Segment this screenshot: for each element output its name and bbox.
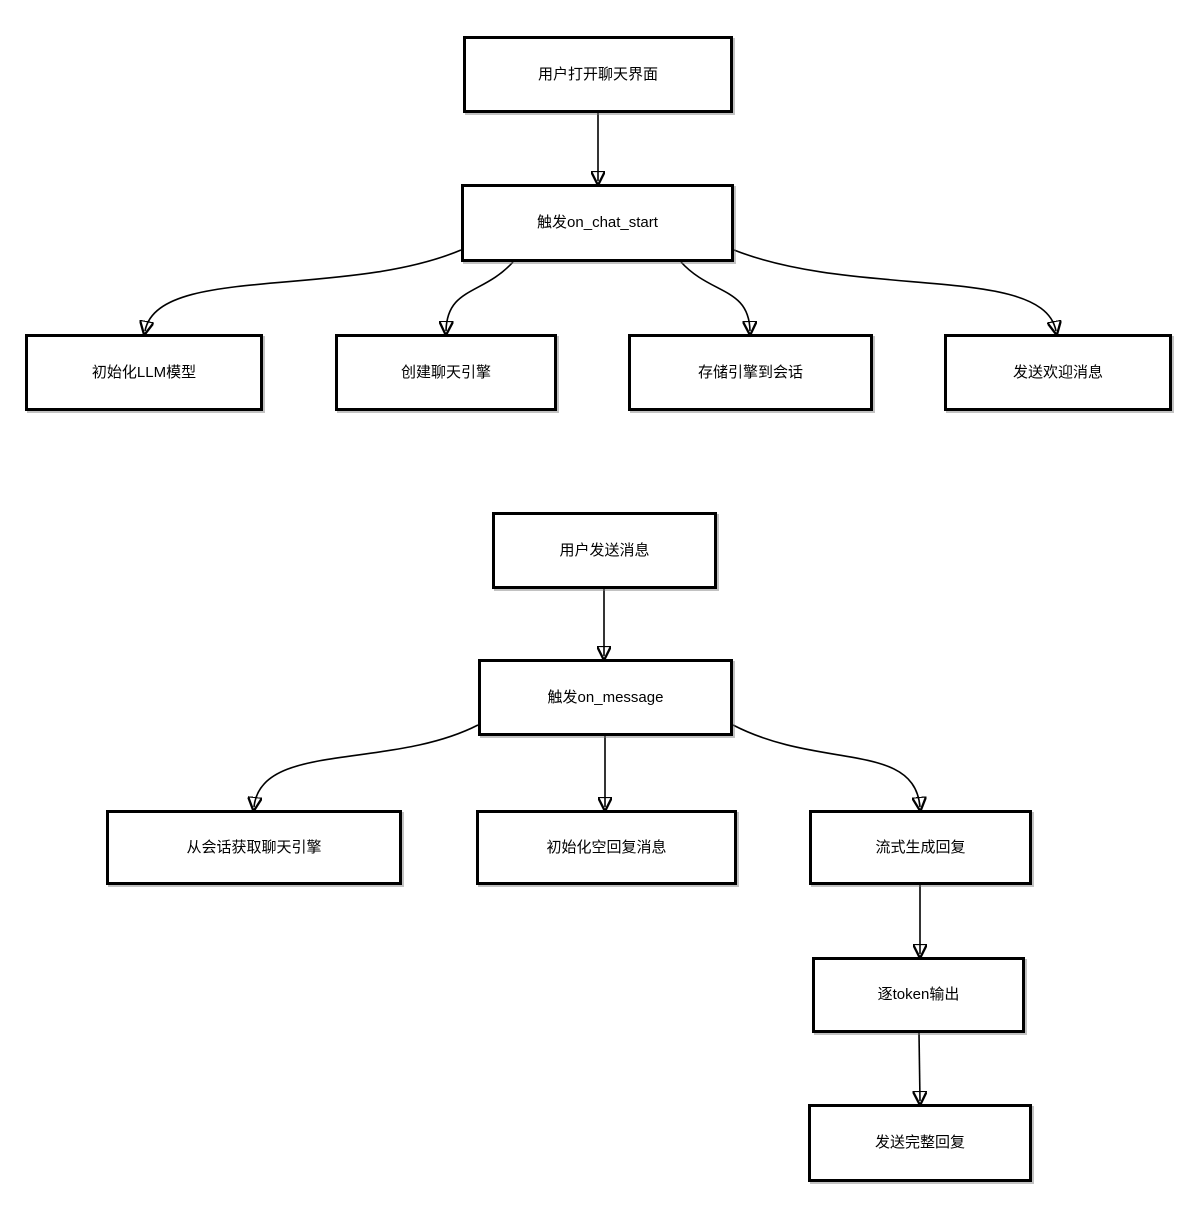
node-token-output-label: 逐token输出 (877, 986, 960, 1004)
node-store-engine[interactable]: 存储引擎到会话 (628, 334, 873, 411)
node-init-empty-reply-label: 初始化空回复消息 (546, 838, 667, 856)
node-user-open-chat[interactable]: 用户打开聊天界面 (463, 36, 733, 113)
edge-on-chat-start-to-init-llm (145, 249, 462, 331)
edge-on-chat-start-to-send-welcome (733, 249, 1056, 331)
node-on-chat-start-label: 触发on_chat_start (537, 214, 658, 232)
node-user-send-msg[interactable]: 用户发送消息 (492, 512, 717, 589)
edge-token-output-to-send-full-reply (919, 1032, 920, 1101)
node-stream-reply-label: 流式生成回复 (875, 838, 966, 856)
node-init-llm-label: 初始化LLM模型 (91, 363, 197, 381)
node-init-empty-reply[interactable]: 初始化空回复消息 (476, 810, 737, 885)
node-init-llm[interactable]: 初始化LLM模型 (25, 334, 263, 411)
node-send-welcome-label: 发送欢迎消息 (1012, 363, 1103, 381)
node-send-full-reply[interactable]: 发送完整回复 (808, 1104, 1032, 1182)
edge-on-message-to-get-engine (254, 724, 479, 807)
node-on-message[interactable]: 触发on_message (478, 659, 733, 736)
edge-on-chat-start-to-store-engine (680, 261, 750, 331)
edge-on-message-to-stream-reply (732, 724, 920, 807)
node-send-welcome[interactable]: 发送欢迎消息 (944, 334, 1172, 411)
node-create-engine-label: 创建聊天引擎 (400, 363, 491, 381)
node-create-engine[interactable]: 创建聊天引擎 (335, 334, 557, 411)
node-get-engine[interactable]: 从会话获取聊天引擎 (106, 810, 402, 885)
node-user-open-chat-label: 用户打开聊天界面 (537, 65, 658, 83)
node-store-engine-label: 存储引擎到会话 (697, 363, 803, 381)
node-on-chat-start[interactable]: 触发on_chat_start (461, 184, 734, 262)
node-on-message-label: 触发on_message (547, 688, 664, 706)
node-token-output[interactable]: 逐token输出 (812, 957, 1025, 1033)
node-stream-reply[interactable]: 流式生成回复 (809, 810, 1032, 885)
node-get-engine-label: 从会话获取聊天引擎 (186, 838, 322, 856)
node-user-send-msg-label: 用户发送消息 (559, 541, 650, 559)
edge-on-chat-start-to-create-engine (446, 261, 514, 331)
node-send-full-reply-label: 发送完整回复 (874, 1134, 965, 1152)
